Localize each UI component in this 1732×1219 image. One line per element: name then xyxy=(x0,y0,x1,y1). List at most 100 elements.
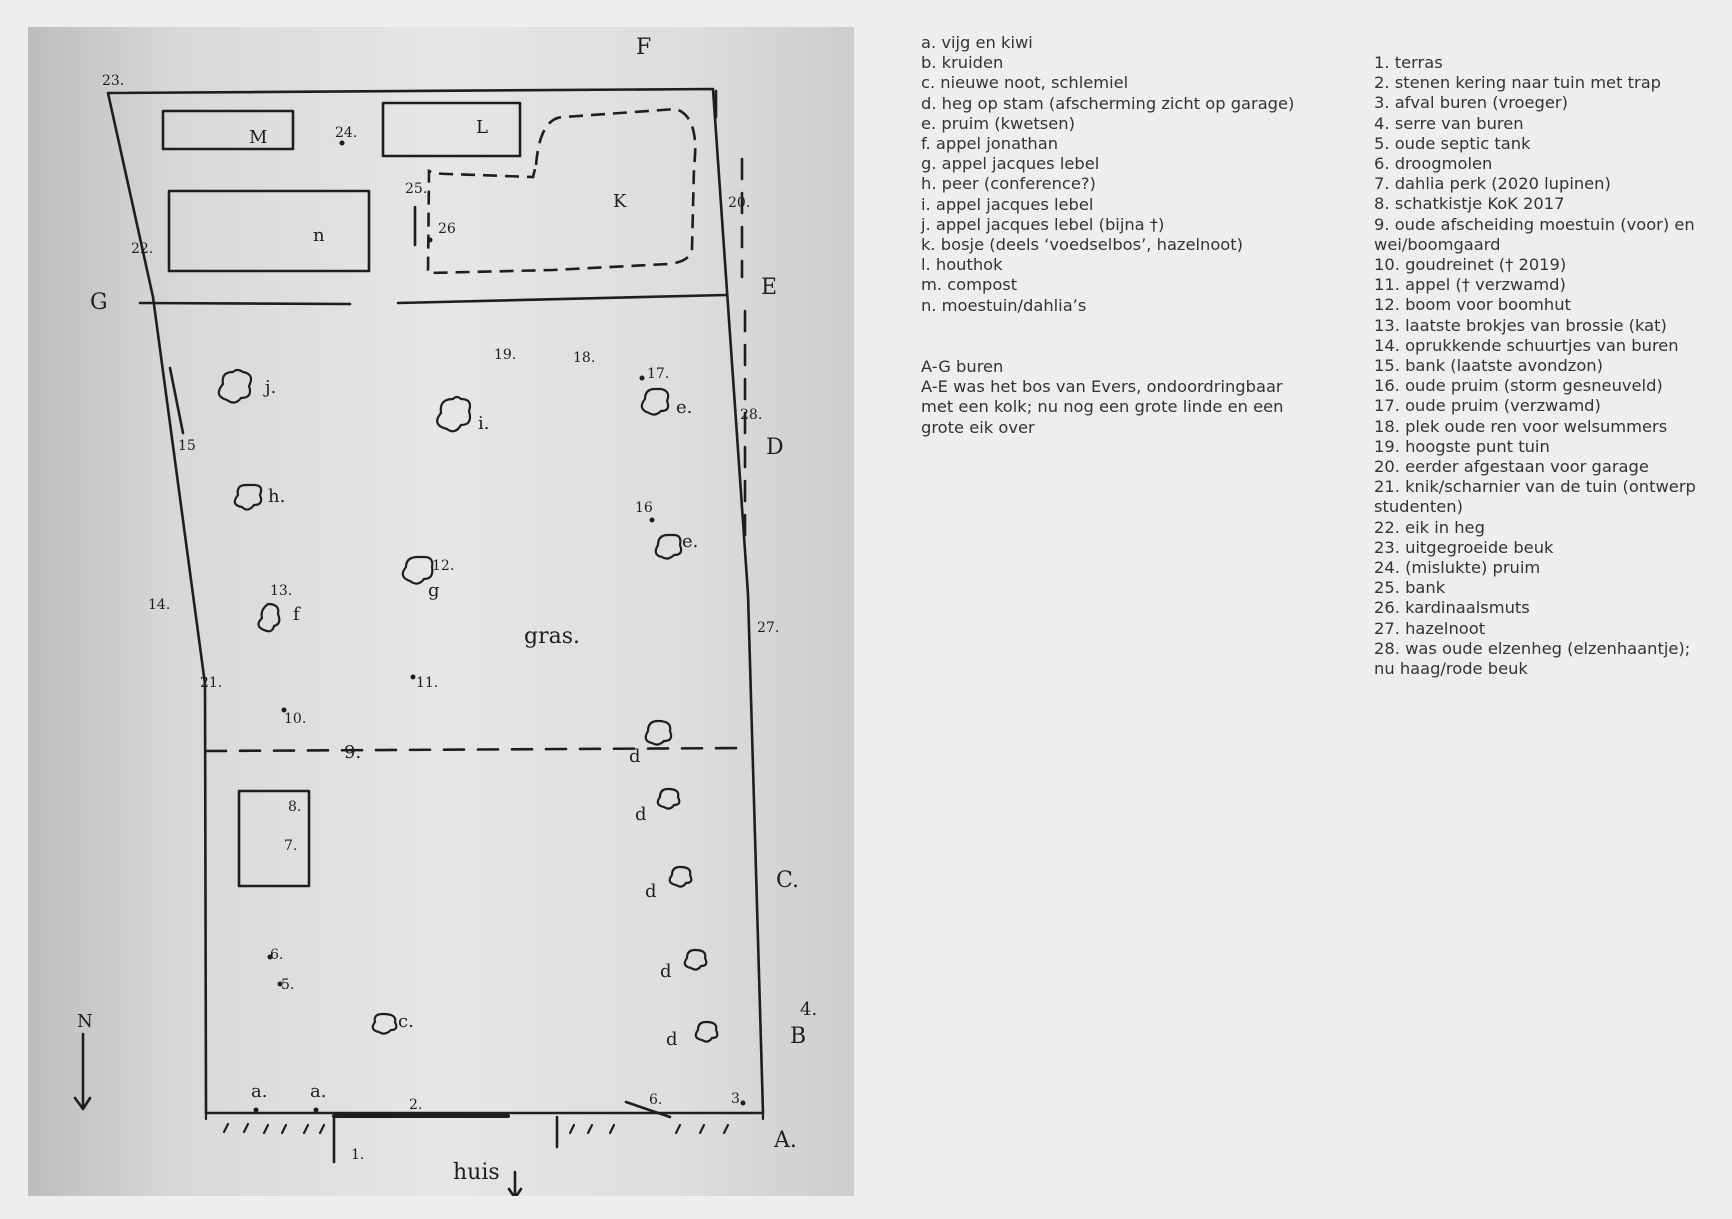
legend-number-item: 19. hoogste punt tuin xyxy=(1374,436,1550,456)
point-label-24: 24. xyxy=(335,125,357,141)
legend-number-item: 10. goudreinet († 2019) xyxy=(1374,255,1567,275)
plot-boundary xyxy=(106,87,765,1115)
point-label-18: 18. xyxy=(573,350,595,366)
point-label-28: 28. xyxy=(740,407,762,423)
legend-number-item: 2. stenen kering naar tuin met trap xyxy=(1374,73,1662,93)
point-label-26: 26 xyxy=(438,221,456,237)
tree-label-a-1: a. xyxy=(251,1081,267,1102)
neighbour-label-e: E xyxy=(761,275,777,300)
legend-number-item: 16. oude pruim (storm gesneuveld) xyxy=(1374,376,1663,396)
point-label-1: 1. xyxy=(351,1147,364,1163)
old-divider-9 xyxy=(204,746,750,753)
point-label-11: 11. xyxy=(416,675,438,691)
tree-label-c: c. xyxy=(398,1011,414,1032)
point-label-23: 23. xyxy=(102,73,124,89)
point-label-4: 4. xyxy=(800,999,817,1020)
point-label-22: 22. xyxy=(131,241,153,257)
upper-divider-west xyxy=(138,301,352,306)
legend-number-item: 9. oude afscheiding moestuin (voor) en w… xyxy=(1374,214,1695,254)
point-label-27: 27. xyxy=(757,620,779,636)
tree-d5 xyxy=(694,1020,719,1043)
point-label-25: 25. xyxy=(405,181,427,197)
tree-label-j: j. xyxy=(263,377,276,398)
legend-letter-item: c. nieuwe noot, schlemiel xyxy=(921,73,1129,93)
tree-label-d-3: d xyxy=(645,881,657,902)
point-label-12: 12. xyxy=(432,558,454,574)
point-label-7: 7. xyxy=(284,838,297,854)
legend-letter-item: i. appel jacques lebel xyxy=(921,194,1094,214)
area-label-k: K xyxy=(613,191,627,212)
tree-label-d-4: d xyxy=(660,961,672,982)
tree-label-h: h. xyxy=(268,486,285,507)
legend-number-item: 12. boom voor boomhut xyxy=(1374,295,1571,315)
legend-letter-item: h. peer (conference?) xyxy=(921,174,1096,194)
point-label-20: 20. xyxy=(728,195,750,211)
legend-neighbours: A-G buren A-E was het bos van Evers, ond… xyxy=(921,357,1316,438)
area-label-m: M xyxy=(249,127,267,148)
north-arrow xyxy=(73,1032,92,1111)
neighbours-title: A-G buren xyxy=(921,357,1004,376)
neighbour-label-a: A. xyxy=(773,1128,797,1153)
point-label-2: 2. xyxy=(409,1097,422,1113)
point-label-8: 8. xyxy=(288,799,301,815)
legend-number-item: 8. schatkistje KoK 2017 xyxy=(1374,194,1565,214)
tree-d2 xyxy=(656,787,681,810)
garden-sketch-drawing: A. B C. D E F G 1. 2. 3. 4. 5. 6. 6. 7. … xyxy=(73,35,817,1196)
bed-l-houthok xyxy=(381,101,522,158)
legend-number-item: 6. droogmolen xyxy=(1374,154,1493,174)
neighbour-label-c: C. xyxy=(776,868,799,893)
point-label-14: 14. xyxy=(148,597,170,613)
tree-label-g: g xyxy=(428,580,440,601)
point-dots xyxy=(253,140,746,1113)
point-label-6-drying: 6. xyxy=(649,1092,662,1108)
legend-number-item: 15. bank (laatste avondzon) xyxy=(1374,356,1603,376)
tree-label-i: i. xyxy=(478,413,489,434)
bed-dahlia-perk xyxy=(237,789,311,888)
terrace-hatching xyxy=(204,1111,765,1135)
tree-label-d-1: d xyxy=(629,746,641,767)
legend-number-item: 13. laatste brokjes van brossie (kat) xyxy=(1374,315,1667,335)
legend-letter-item: a. vijg en kiwi xyxy=(921,33,1033,52)
legend-number-item: 24. (mislukte) pruim xyxy=(1374,558,1541,578)
point-label-17: 17. xyxy=(647,366,669,382)
neighbour-label-d: D xyxy=(766,435,784,460)
legend-number-item: 27. hazelnoot xyxy=(1374,618,1486,638)
point-label-10: 10. xyxy=(284,711,306,727)
neighbour-label-f: F xyxy=(636,35,651,60)
point-label-15: 15 xyxy=(178,438,196,454)
tree-label-a-2: a. xyxy=(310,1081,326,1102)
neighbour-label-g: G xyxy=(90,290,108,315)
legend-letter-item: g. appel jacques lebel xyxy=(921,154,1100,174)
area-label-l: L xyxy=(476,117,488,138)
neighbours-note: A-E was het bos van Evers, ondoordringba… xyxy=(921,377,1284,437)
tree-e-north xyxy=(640,387,670,416)
point-label-21: 21. xyxy=(200,675,222,691)
legend-number-item: 22. eik in heg xyxy=(1374,517,1485,537)
bed-n-moestuin xyxy=(167,189,371,273)
point-label-6: 6. xyxy=(270,947,283,963)
legend-letters-list: a. vijg en kiwi b. kruiden c. nieuwe noo… xyxy=(921,33,1341,316)
legend-number-item: 3. afval buren (vroeger) xyxy=(1374,93,1568,113)
legend-number-item: 28. was oude elzenheg (elzenhaantje); nu… xyxy=(1374,638,1691,679)
legend-number-item: 5. oude septic tank xyxy=(1374,133,1531,153)
north-label: N xyxy=(77,1011,93,1032)
point-label-13: 13. xyxy=(270,583,292,599)
legend-number-item: 20. eerder afgestaan voor garage xyxy=(1374,457,1649,477)
legend-number-item: 18. plek oude ren voor welsummers xyxy=(1374,416,1668,436)
legend-letter-item: b. kruiden xyxy=(921,53,1004,73)
tree-c xyxy=(371,1012,398,1035)
tree-label-d-5: d xyxy=(666,1029,678,1050)
tree-d1 xyxy=(644,719,673,746)
tree-i xyxy=(436,395,472,433)
legend-number-item: 11. appel († verzwamd) xyxy=(1374,275,1566,295)
bed-m-compost xyxy=(161,109,295,151)
legend-number-item: 14. oprukkende schuurtjes van buren xyxy=(1374,335,1679,355)
legend-letter-item: e. pruim (kwetsen) xyxy=(921,113,1075,133)
tree-d4 xyxy=(683,948,708,971)
legend-letter-item: f. appel jonathan xyxy=(921,134,1059,154)
legend-letter-item: j. appel jacques lebel (bijna †) xyxy=(921,214,1165,234)
point-label-9: 9. xyxy=(344,742,361,763)
legend-numbers-list: 1. terras 2. stenen kering naar tuin met… xyxy=(1374,53,1714,679)
bosje-k-outline xyxy=(426,107,697,275)
garden-sketch-map: A. B C. D E F G 1. 2. 3. 4. 5. 6. 6. 7. … xyxy=(28,27,854,1196)
